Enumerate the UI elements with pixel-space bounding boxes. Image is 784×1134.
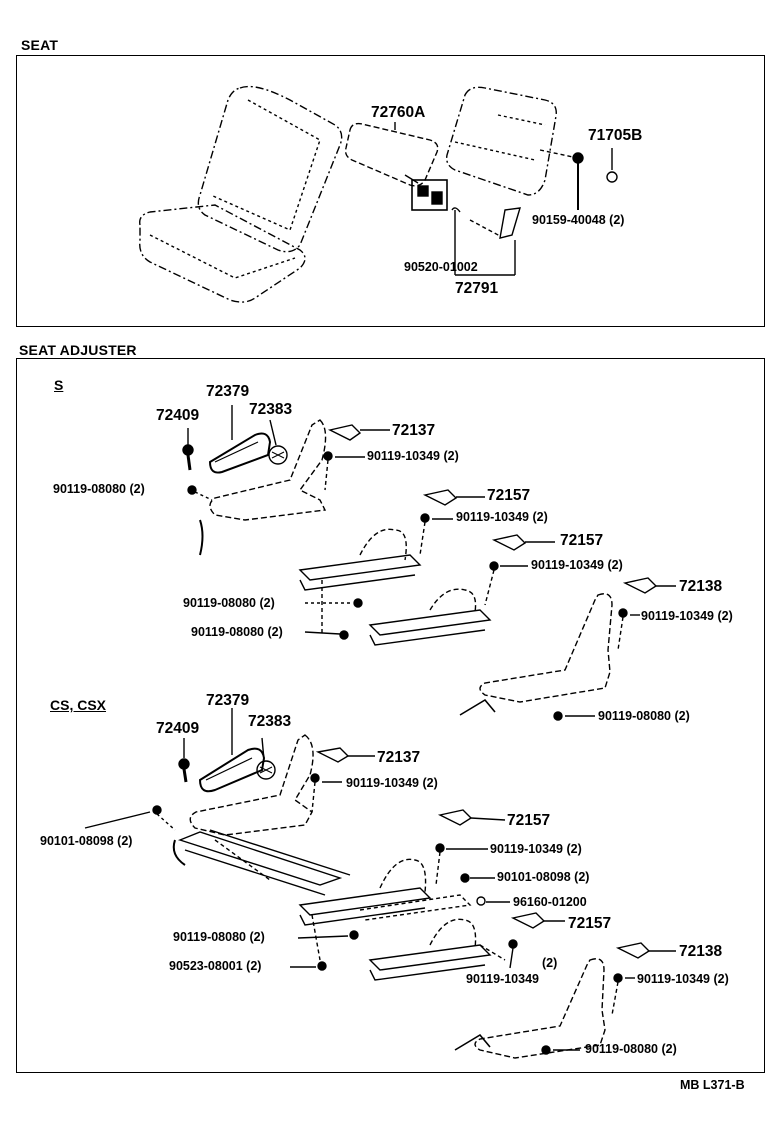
cs-part-label-90101-08098-a: 90101-08098 (2)	[40, 834, 133, 848]
variant-s-heading: S	[54, 377, 64, 393]
cs-part-label-90119-08080-a: 90119-08080 (2)	[173, 930, 265, 944]
cs-part-label-72409: 72409	[156, 720, 200, 737]
s-part-label-90119-08080-c: 90119-08080 (2)	[191, 625, 283, 639]
cs-rail-upper	[298, 887, 432, 916]
cs-part-label-72157-a: 72157	[507, 812, 551, 829]
cs-part-label-96160-01200: 96160-01200	[513, 895, 587, 909]
s-part-label-90119-08080-b: 90119-08080 (2)	[183, 596, 275, 610]
s-part-label-72383: 72383	[249, 401, 293, 418]
s-washer-72157-b	[491, 534, 527, 551]
part-label-72760a: 72760A	[371, 104, 426, 121]
seat-cushion-seam	[149, 234, 296, 279]
s-part-label-90119-10349-d: 90119-10349 (2)	[641, 609, 733, 623]
cs-recliner-arm-left	[189, 734, 314, 836]
hinge-mechanism	[411, 179, 448, 211]
part-label-71705b: 71705B	[588, 127, 643, 144]
s-washer-72157-a	[422, 489, 458, 506]
diagram-reference-code: MB L371-B	[680, 1078, 745, 1092]
s-washer-72137	[327, 424, 362, 441]
s-part-label-72379: 72379	[206, 383, 250, 400]
nut-71705b	[606, 171, 618, 183]
s-recliner-arm-left	[209, 419, 327, 521]
cs-slide-rail	[177, 831, 343, 886]
s-spring-cover	[208, 432, 272, 474]
seat-cushion-outline	[139, 204, 306, 303]
cs-part-label-72383: 72383	[248, 713, 292, 730]
hook-72791	[499, 207, 521, 239]
seat-adjuster-section-frame	[16, 358, 765, 1073]
part-label-90520-01002: 90520-01002	[404, 260, 478, 274]
cs-spring-cover	[198, 747, 266, 793]
s-knob	[268, 445, 288, 465]
variant-cs-csx-heading: CS, CSX	[50, 697, 107, 713]
cs-part-label-90101-08098-b: 90101-08098 (2)	[497, 870, 590, 884]
s-rail-lower	[368, 609, 492, 636]
part-label-90159-40048: 90159-40048 (2)	[532, 213, 625, 227]
cs-knob	[256, 760, 276, 780]
seat-section-frame	[16, 55, 765, 327]
seat-back-outline	[197, 85, 343, 253]
cs-part-label-90119-10349-a: 90119-10349 (2)	[346, 776, 438, 790]
s-part-label-90119-10349-b: 90119-10349 (2)	[456, 510, 548, 524]
s-part-label-72157-a: 72157	[487, 487, 531, 504]
cs-part-label-72137: 72137	[377, 749, 421, 766]
s-rail-upper	[298, 554, 422, 581]
s-part-label-72157-b: 72157	[560, 532, 604, 549]
s-part-label-90119-08080-a: 90119-08080 (2)	[53, 482, 145, 496]
cs-part-label-72379: 72379	[206, 692, 250, 709]
cs-part-label-90119-10349-c-qty: (2)	[542, 956, 558, 970]
s-part-label-72409: 72409	[156, 407, 200, 424]
s-part-label-90119-10349-a: 90119-10349 (2)	[367, 449, 459, 463]
s-recliner-arm-right	[479, 593, 613, 703]
cs-part-label-72157-b: 72157	[568, 915, 612, 932]
cs-part-label-90119-10349-c: 90119-10349	[466, 972, 539, 986]
s-part-label-90119-10349-c: 90119-10349 (2)	[531, 558, 623, 572]
cs-part-label-90119-08080-b: 90119-08080 (2)	[585, 1042, 677, 1056]
part-label-72791: 72791	[455, 280, 499, 297]
seat-adjuster-section-title: SEAT ADJUSTER	[19, 342, 137, 358]
cs-part-label-90119-10349-b: 90119-10349 (2)	[490, 842, 582, 856]
cs-recliner-arm-right	[474, 958, 606, 1059]
cs-part-label-90523-08001: 90523-08001 (2)	[169, 959, 262, 973]
s-part-label-90119-08080-d: 90119-08080 (2)	[598, 709, 690, 723]
cs-part-label-90119-10349-d: 90119-10349 (2)	[637, 972, 729, 986]
cs-part-label-72138: 72138	[679, 943, 723, 960]
seat-section-title: SEAT	[21, 37, 59, 53]
s-part-label-72137: 72137	[392, 422, 436, 439]
seat-back-panel	[445, 86, 557, 196]
s-part-label-72138: 72138	[679, 578, 723, 595]
cs-rail-lower	[368, 944, 492, 971]
